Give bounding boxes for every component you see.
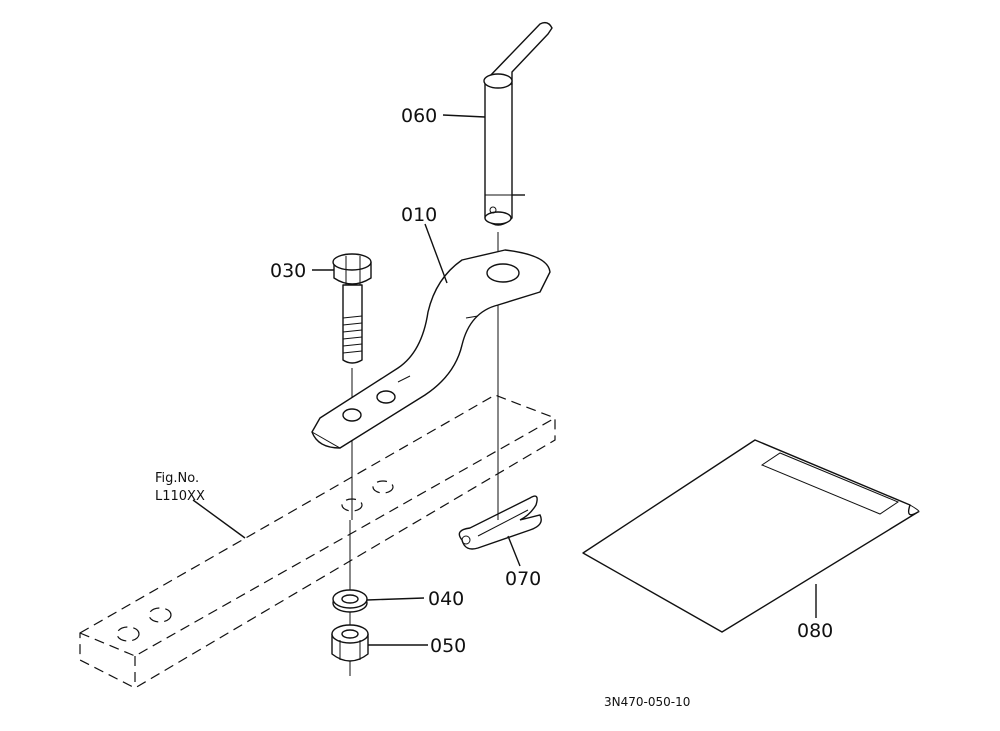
fig-ref-line1: Fig.No.: [155, 471, 199, 486]
bracket-010: [311, 249, 551, 449]
label-040: 040: [428, 588, 464, 610]
label-050: 050: [430, 635, 466, 657]
label-010: 010: [401, 204, 437, 226]
washer-040: [332, 589, 368, 613]
label-060: 060: [401, 105, 437, 127]
decal-080: [582, 439, 920, 633]
leader-lines: [192, 114, 817, 646]
fig-ref-line2: L110XX: [155, 489, 205, 504]
snap-pin-070: [458, 495, 542, 550]
nut-050: [331, 624, 369, 662]
pin-060: [483, 21, 553, 226]
label-030: 030: [270, 260, 306, 282]
bolt-030: [332, 253, 372, 364]
label-080: 080: [797, 620, 833, 642]
drawing-code: 3N470-050-10: [604, 695, 690, 709]
label-070: 070: [505, 568, 541, 590]
